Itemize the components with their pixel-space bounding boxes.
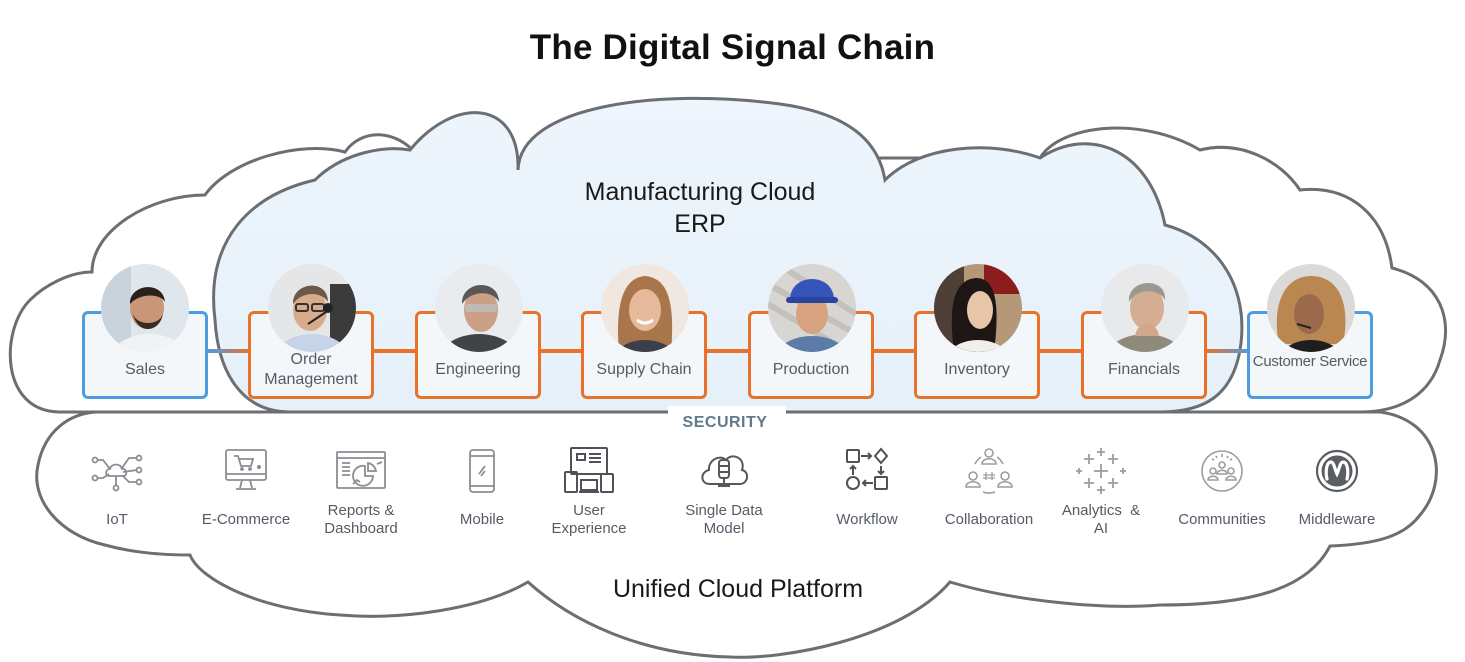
- multi-device-icon: [564, 447, 614, 493]
- label-line: User: [573, 502, 605, 519]
- connector-inventory-financials: [1040, 349, 1082, 353]
- label-line: Reports &: [327, 502, 395, 519]
- service-user-experience[interactable]: User Experience: [529, 446, 649, 538]
- erp-cloud-title: Manufacturing Cloud ERP: [500, 176, 900, 240]
- service-analytics-ai[interactable]: Analytics & AI: [1041, 446, 1161, 538]
- chain-node-label: Customer Service: [1252, 353, 1368, 370]
- mobile-phone-icon: [469, 449, 495, 493]
- erp-cloud-title-line2: ERP: [674, 210, 726, 238]
- service-label: Mobile: [459, 511, 505, 528]
- service-label: IoT: [106, 511, 128, 528]
- platform-cloud-outline: [35, 410, 1438, 659]
- service-label: User Experience: [529, 502, 649, 538]
- avatar-supply-chain: [601, 264, 689, 352]
- chain-node-label: Inventory: [944, 361, 1010, 378]
- diagram-title: The Digital Signal Chain: [529, 28, 936, 67]
- cloud-database-icon: [701, 455, 748, 487]
- service-communities[interactable]: Communities: [1162, 446, 1282, 529]
- chain-node-label: Supply Chain: [596, 361, 692, 378]
- middleware-m-icon: [1315, 449, 1359, 493]
- service-workflow[interactable]: Workflow: [807, 446, 927, 529]
- service-single-data-model[interactable]: Single Data Model: [664, 446, 784, 538]
- security-label: SECURITY: [682, 414, 768, 431]
- label-line: Analytics &: [1061, 502, 1141, 519]
- avatar-customer-service: [1267, 264, 1355, 352]
- connector-supply-production: [707, 349, 749, 353]
- label-line: Experience: [551, 520, 627, 537]
- security-gap: [668, 406, 786, 418]
- service-reports-dashboard[interactable]: Reports & Dashboard: [301, 446, 421, 538]
- avatar-inventory: [934, 264, 1022, 352]
- chain-node-inventory[interactable]: Inventory: [914, 311, 1040, 399]
- service-label: Workflow: [836, 511, 898, 528]
- analytics-plus-icon: [1076, 448, 1126, 494]
- erp-cloud-title-line1: Manufacturing Cloud: [584, 178, 816, 206]
- community-icon: [1201, 450, 1243, 492]
- label-line: Dashboard: [324, 520, 398, 537]
- service-collaboration[interactable]: Collaboration: [929, 446, 1049, 529]
- label-line: AI: [1093, 520, 1109, 537]
- chain-node-label: Financials: [1107, 361, 1181, 378]
- connector-order-engineering: [374, 349, 416, 353]
- workflow-icon: [846, 447, 889, 490]
- connector-financials-service: [1206, 349, 1250, 353]
- label-line: Model: [703, 520, 745, 537]
- service-label: Collaboration: [944, 511, 1034, 528]
- label-line: Order: [290, 351, 332, 368]
- collaboration-icon: [965, 448, 1013, 494]
- service-label: Middleware: [1298, 511, 1376, 528]
- connector-production-inventory: [874, 349, 916, 353]
- connector-sales-order: [208, 349, 250, 353]
- avatar-order-management: [268, 264, 356, 352]
- service-middleware[interactable]: Middleware: [1277, 446, 1397, 529]
- service-mobile[interactable]: Mobile: [422, 446, 542, 529]
- platform-cloud-title: Unified Cloud Platform: [612, 575, 864, 603]
- avatar-financials: [1101, 264, 1189, 352]
- iot-network-icon: [91, 454, 143, 492]
- service-label: Analytics & AI: [1041, 502, 1161, 538]
- connector-engineering-supply: [541, 349, 583, 353]
- avatar-production: [768, 264, 856, 352]
- service-label: Single Data Model: [664, 502, 784, 538]
- shopping-cart-monitor-icon: [225, 449, 267, 490]
- chain-node-label: Engineering: [435, 361, 521, 378]
- chain-node-label: Order Management: [251, 350, 371, 390]
- service-label: E-Commerce: [201, 511, 291, 528]
- label-line: Single Data: [685, 502, 763, 519]
- chain-node-label: Production: [772, 361, 850, 378]
- service-iot[interactable]: IoT: [57, 446, 177, 529]
- service-label: Reports & Dashboard: [301, 502, 421, 538]
- avatar-sales: [101, 264, 189, 352]
- chain-node-label: Sales: [124, 361, 166, 378]
- label-line: Management: [264, 371, 358, 388]
- dashboard-chart-icon: [336, 451, 386, 489]
- service-label: Communities: [1178, 511, 1266, 528]
- service-e-commerce[interactable]: E-Commerce: [186, 446, 306, 529]
- avatar-engineering: [435, 264, 523, 352]
